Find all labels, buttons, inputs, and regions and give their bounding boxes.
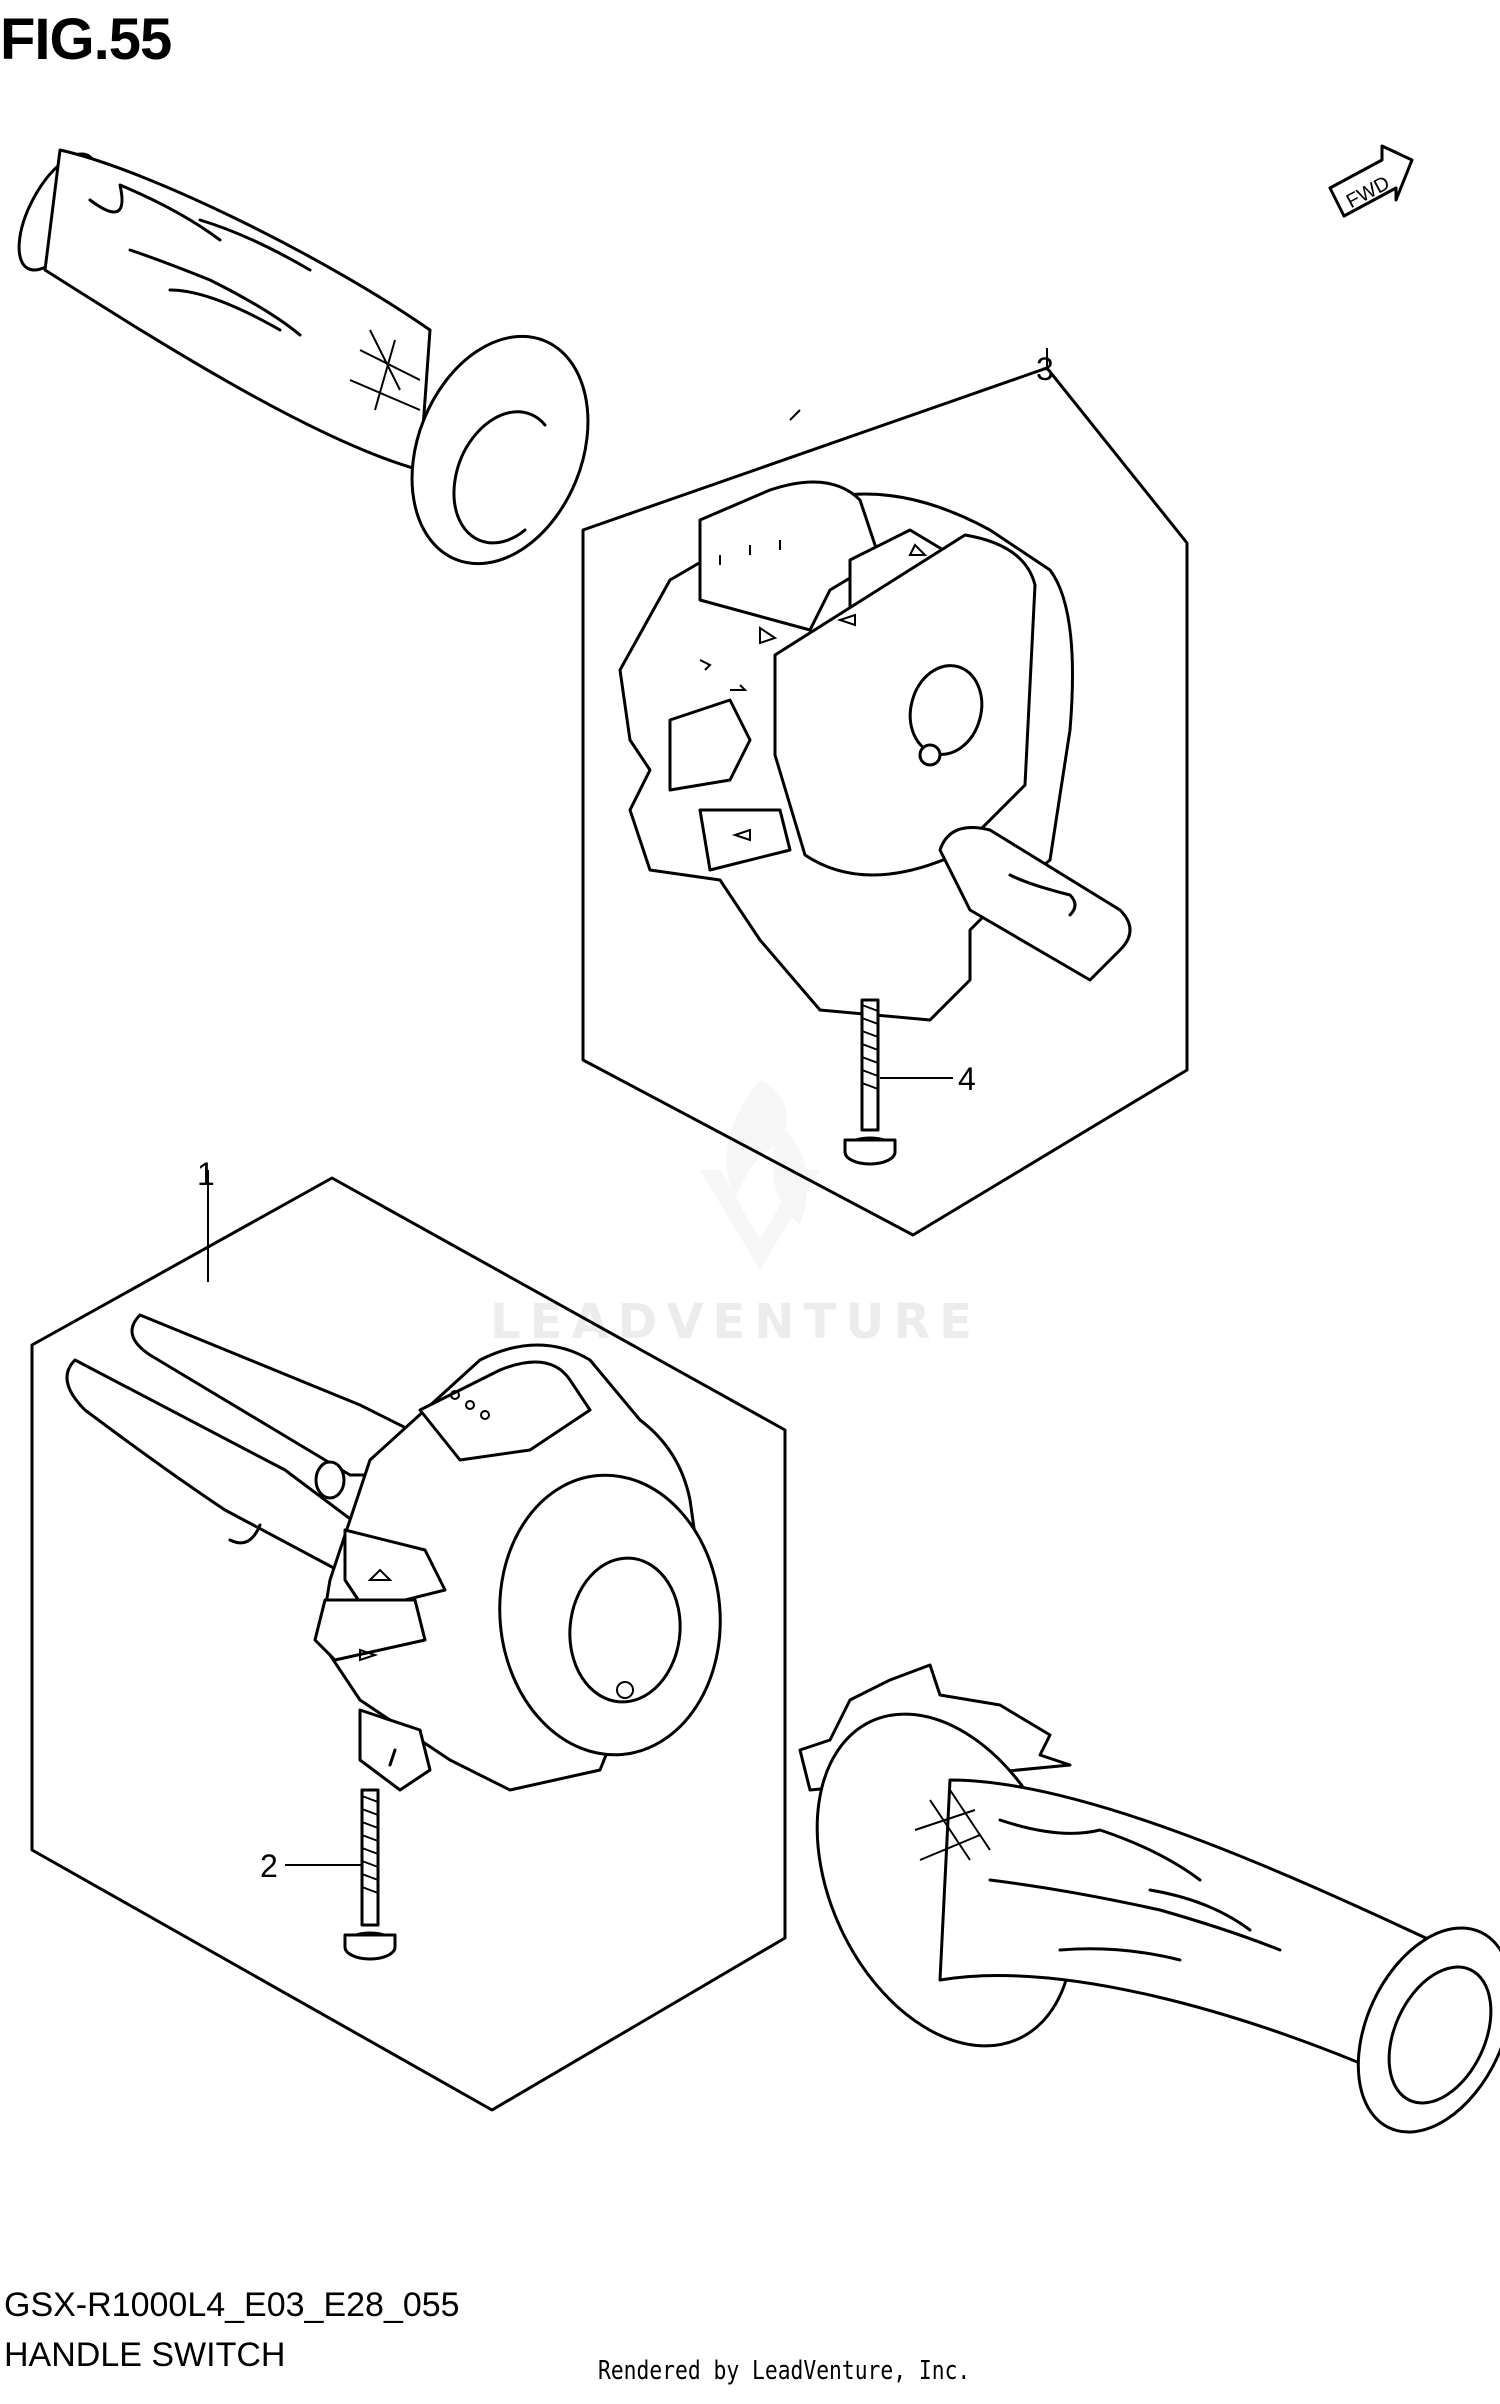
assembly-1-outline [30,1176,787,2112]
right-grip-drawing [798,1663,1500,2134]
screw-4-drawing [843,998,897,1166]
figure-title: FIG.55 [0,7,172,72]
right-switch-drawing [618,409,1132,1022]
callout-2: 2 [260,1848,278,1884]
callout-3: 3 [1036,351,1054,387]
screw-2-drawing [343,1788,397,1961]
rendered-by-credit: Rendered by LeadVenture, Inc. [598,2356,971,2386]
section-name: HANDLE SWITCH [4,2336,286,2374]
model-code: GSX-R1000L4_E03_E28_055 [4,2286,460,2324]
watermark-text: LEADVENTURE [490,1294,981,1350]
fwd-arrow-icon: FWD [1328,144,1414,218]
left-grip-drawing [17,148,590,566]
callout-4: 4 [958,1061,976,1097]
callout-1: 1 [197,1156,215,1192]
leadventure-watermark-logo [700,1080,820,1270]
left-switch-drawing [65,1313,722,1792]
